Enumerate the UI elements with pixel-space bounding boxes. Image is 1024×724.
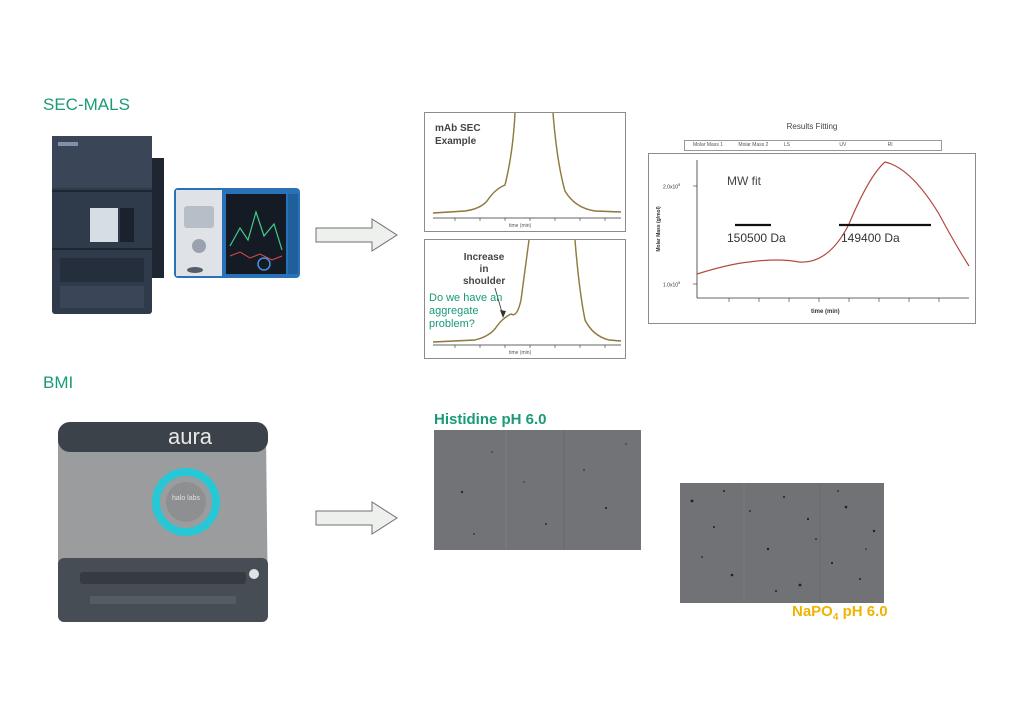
legend-molar-mass-1: Molar Mass 1 <box>693 142 724 148</box>
chart3-title: Results Fitting <box>786 122 838 131</box>
chart1-title-line2: Example <box>435 136 477 147</box>
arrow-right-icon <box>315 217 399 253</box>
bmi-title: BMI <box>43 373 74 392</box>
results-fitting-chart: Results Fitting Molar Mass 1 Molar Mass … <box>648 122 976 324</box>
chart3-ytick-top: 2.0x105 <box>663 182 681 191</box>
chart3-ylabel: Molar Mass (g/mol) <box>656 206 662 252</box>
histidine-micrograph <box>434 430 641 550</box>
legend-ls: LS <box>783 142 790 148</box>
sec-chart-shoulder: Increase in shoulder Do we have an aggre… <box>424 239 626 359</box>
chart1-title-line1: mAb SEC <box>435 123 481 134</box>
legend-molar-mass-2: Molar Mass 2 <box>738 142 769 148</box>
arrow-right-icon <box>315 500 399 536</box>
chart1-xlabel: time (min) <box>509 223 532 229</box>
chart2-question-line3: problem? <box>429 318 475 330</box>
chart2-note-line2: in <box>479 264 489 275</box>
chart2-xlabel: time (min) <box>509 350 532 356</box>
chart2-question-line2: aggregate <box>429 305 479 317</box>
napo4-micrograph <box>680 483 884 603</box>
chart3-ytick-bottom: 1.0x105 <box>663 280 681 289</box>
sec-mals-title: SEC-MALS <box>43 95 130 114</box>
legend-uv: UV <box>839 142 847 148</box>
chart2-note-line3: shoulder <box>463 276 506 287</box>
chart2-note-line1: Increase <box>463 252 505 263</box>
legend-ri: RI <box>887 142 893 148</box>
aura-brand-label: aura <box>167 424 213 449</box>
chart3-left-mw: 150500 Da <box>727 231 786 245</box>
sec-mals-instrument-image <box>50 128 312 320</box>
chart3-frame: MW fit 150500 Da 149400 Da 2.0x105 1.0x1… <box>648 153 976 324</box>
chart3-xlabel: time (min) <box>811 309 840 315</box>
aura-ring-label: halo labs <box>171 495 201 502</box>
histidine-label: Histidine pH 6.0 <box>434 411 547 428</box>
chart2-question-line1: Do we have an <box>429 292 503 304</box>
chart3-legend: Molar Mass 1 Molar Mass 2 LS UV RI <box>684 140 942 151</box>
chart3-right-mw: 149400 Da <box>841 231 900 245</box>
napo4-label: NaPO4 pH 6.0 <box>792 603 888 623</box>
aura-instrument-image: aura halo labs <box>50 418 274 626</box>
sec-chart-example: mAb SEC Example time (min) <box>424 112 626 232</box>
chart3-fit-annotation: MW fit <box>727 174 761 188</box>
